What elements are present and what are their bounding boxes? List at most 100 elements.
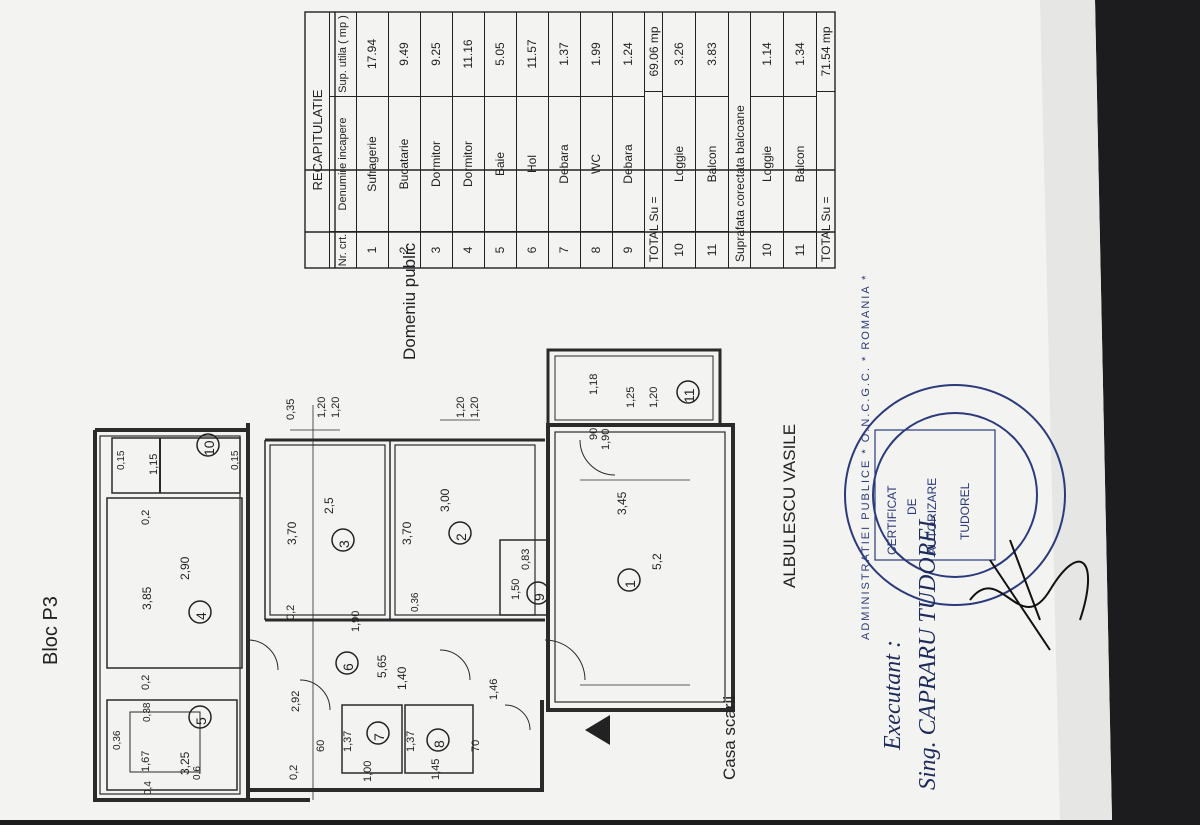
header-nr: Nr. crt. [330,231,356,268]
dim: 1,46 [488,678,500,700]
room-markers [188,380,700,752]
room-2-number: 2 [453,533,469,541]
dim: 1,90 [600,428,612,450]
stamp-line-3: AUTORIZARE [925,477,939,555]
cell-area: 9.25 [429,42,444,66]
executant-label: Executant : [880,640,906,750]
dim: 3,25 [178,751,192,775]
room-3-number: 3 [336,540,352,548]
dim: 3,00 [438,488,452,512]
dim: 3,45 [615,491,629,515]
cell-area: 5.05 [493,42,508,66]
dim: 0,2 [288,764,300,780]
dim: 3,70 [400,521,414,545]
cell-nr: 10 [751,231,784,268]
recap-table-grid [304,11,836,269]
dim: 1,90 [350,610,362,632]
dim: 0,2 [140,674,152,690]
total-label-2: TOTAL Su = [817,91,836,268]
dim: 0,15 [116,450,127,470]
dim: 0,36 [410,592,421,612]
label-casa-scarii: Casa scarii [720,695,739,780]
cell-name: Dormitor [452,96,484,231]
cell-nr: 1 [356,231,388,268]
cell-name: Loggie [751,96,784,231]
cell-name: Hol [516,96,548,231]
cell-name: WC [580,96,612,231]
cell-nr: 8 [580,231,612,268]
cell-nr: 6 [516,231,548,268]
header-area: Sup. utila ( mp ) [336,15,349,93]
cell-nr: 7 [548,231,580,268]
cell-area: 1.37 [557,42,572,66]
table-title: RECAPITULATIE [309,89,325,191]
dim: 0,2 [140,509,152,525]
cell-area: 1.34 [793,42,808,66]
total-row-2: TOTAL Su = 71.54 mp [816,12,836,268]
dim: 5,2 [650,553,664,570]
dim: 2,90 [178,556,192,580]
executant-name: Sing. CAPRARU TUDOREL [915,514,941,790]
stamp-ring-text: ADMINISTRATIEI PUBLICE * O.N.C.G.C. * RO… [860,273,872,640]
dim: 0,15 [230,450,241,470]
cell-area: 9.49 [397,42,412,66]
room-9-number: 9 [531,593,547,601]
dim: 1,15 [148,453,160,475]
total-label-1: TOTAL Su = [644,91,663,268]
floor-plan [93,348,735,802]
cell-area: 1.99 [589,42,604,66]
corrected-label: Suprafata corectata balcoane [728,12,751,268]
header-name: Denumire incapere [330,96,356,231]
dim: 60 [315,739,327,752]
label-street: ALBULESCU VASILE [780,423,799,588]
dim: 2,5 [322,497,336,514]
total-row-1: TOTAL Su = 69.06 mp [643,12,663,268]
room-1-number: 1 [622,580,638,588]
cell-nr: 3 [420,231,452,268]
cell-nr: 2 [388,231,420,268]
dim: 3,85 [140,586,154,610]
dim: 1,45 [430,758,442,780]
entrance-arrow [585,715,610,745]
room-10-number: 10 [201,440,217,456]
dim: 0,35 [285,398,297,420]
cell-area: 1.14 [760,42,775,66]
cell-name: Dormitor [420,96,452,231]
cell-area: 11.16 [461,39,476,69]
signature [969,539,1089,651]
room-7-number: 7 [371,733,387,741]
dim: 0,83 [520,548,532,570]
cell-area: 17.94 [365,38,380,70]
cell-name: Sufragerie [356,96,388,231]
cell-name: Baie [484,96,516,231]
dim: 3,70 [285,521,299,545]
room-11-number: 11 [681,388,697,403]
dim: 1,00 [362,760,374,782]
dim: 0,2 [285,604,297,620]
dim: 1,20 [455,396,467,418]
dim: 1,20 [316,396,328,418]
room-8-number: 8 [431,740,447,748]
dim: 0,36 [112,730,123,750]
cell-area: 3.83 [705,42,720,66]
dim: 0,6 [192,766,203,780]
cell-name: Balcon [696,96,729,231]
dim: 1,20 [648,386,660,408]
cell-nr: 11 [696,231,729,268]
table-header-row: Nr. crt. Denumire incapere Sup. utila ( … [329,12,356,268]
cell-name: Loggie [663,96,696,231]
cell-nr: 9 [612,231,644,268]
